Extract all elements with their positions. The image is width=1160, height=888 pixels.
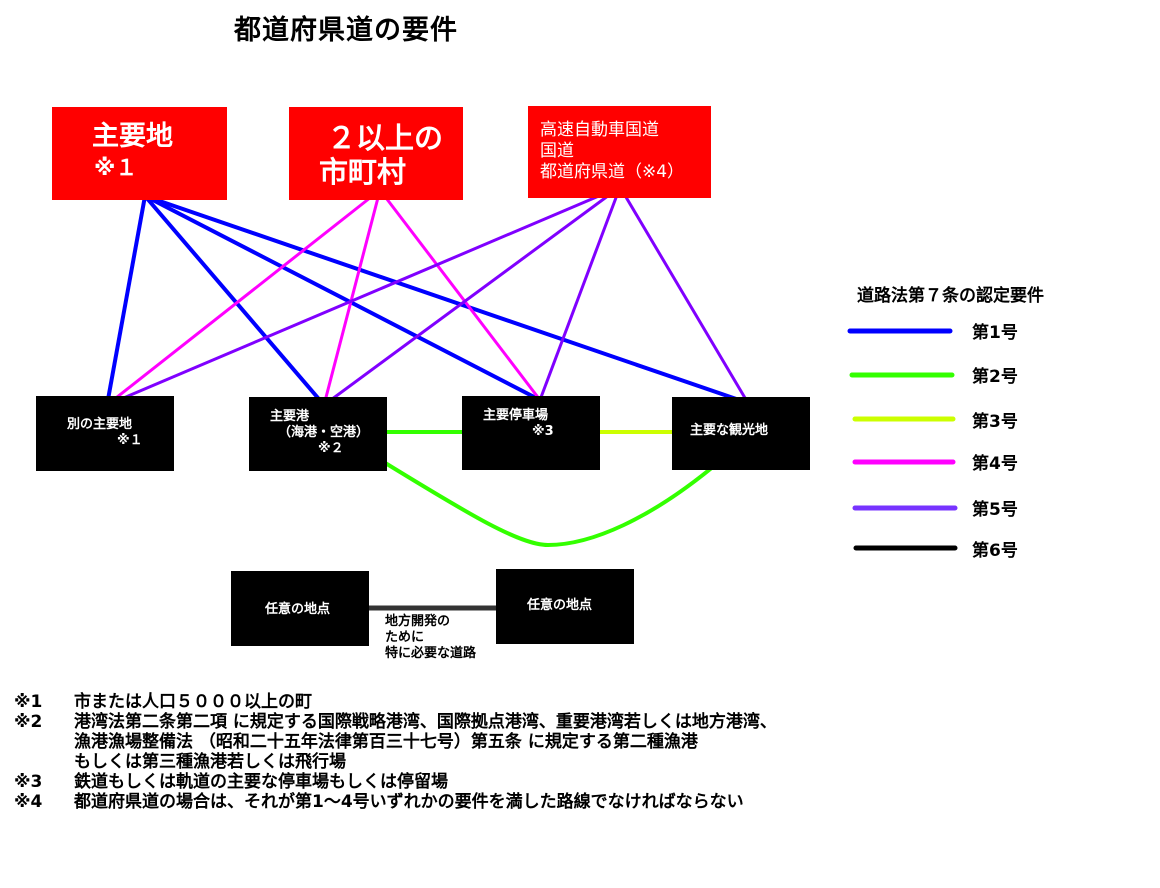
footnote-1: ※1 市または人口５０００以上の町 xyxy=(14,692,777,712)
link-roads-to-other xyxy=(106,185,621,407)
legend-item-3: 第3号 xyxy=(972,412,1018,432)
source-main-place: 主要地 ※１ xyxy=(52,107,227,200)
node-main-station: 主要停車場 ※3 xyxy=(462,396,600,470)
source-roads-label-1: 高速自動車国道 xyxy=(540,120,659,140)
node-other-note: ※１ xyxy=(117,433,143,448)
footnote-mark: ※3 xyxy=(14,772,43,792)
legend-item-5: 第5号 xyxy=(972,500,1018,520)
footnote-2: ※2 港湾法第二条第二項 に規定する国際戦略港湾、国際拠点港湾、重要港湾若しくは… xyxy=(14,712,777,732)
legend-item-6: 第6号 xyxy=(972,541,1018,561)
legend-item-2: 第2号 xyxy=(972,367,1018,387)
footnote-2-cont-2: もしくは第三種漁港若しくは飛行場 xyxy=(14,752,777,772)
footnote-text: 港湾法第二条第二項 に規定する国際戦略港湾、国際拠点港湾、重要港湾若しくは地方港… xyxy=(74,712,777,732)
link-multi-to-port xyxy=(322,189,382,406)
source-multi-municipality: ２以上の 市町村 xyxy=(289,107,463,200)
link-main-to-tourist xyxy=(144,194,749,405)
legend-item-4: 第4号 xyxy=(972,454,1018,474)
node-tourist-label: 主要な観光地 xyxy=(690,423,769,438)
node-any2-label: 任意の地点 xyxy=(527,598,593,613)
source-main-place-label: 主要地 xyxy=(92,121,173,152)
link-main-to-station xyxy=(144,194,541,402)
node-main-port: 主要港 （海港・空港） ※２ xyxy=(249,397,387,471)
footnote-text: 都道府県道の場合は、それが第1～4号いずれかの要件を満した路線でなければならない xyxy=(74,792,744,812)
page-title: 都道府県道の要件 xyxy=(234,15,458,46)
footnote-3: ※3 鉄道もしくは軌道の主要な停車場もしくは停留場 xyxy=(14,772,777,792)
node-any-point-1: 任意の地点 xyxy=(231,571,369,646)
link-main-to-other xyxy=(105,195,147,406)
footnote-text: 漁港漁場整備法 （昭和二十五年法律第百三十七号）第五条 に規定する第二種漁港 xyxy=(74,732,698,752)
link-roads-to-station xyxy=(538,186,622,401)
footnote-text: もしくは第三種漁港若しくは飛行場 xyxy=(74,752,346,772)
node-port-note: ※２ xyxy=(318,441,344,456)
source-roads: 高速自動車国道 国道 都道府県道（※4） xyxy=(528,106,711,198)
node-any1-label: 任意の地点 xyxy=(265,602,331,617)
node-other-main-place: 別の主要地 ※１ xyxy=(36,396,174,471)
node-port-sub: （海港・空港） xyxy=(278,425,370,440)
link-multi-to-other xyxy=(106,188,381,407)
footnote-text: 市または人口５０００以上の町 xyxy=(74,692,312,712)
footnotes: ※1 市または人口５０００以上の町 ※2 港湾法第二条第二項 に規定する国際戦略… xyxy=(14,692,777,812)
legend-item-1: 第1号 xyxy=(972,323,1018,343)
node-any-point-2: 任意の地点 xyxy=(496,569,634,644)
footnote-2-cont-1: 漁港漁場整備法 （昭和二十五年法律第百三十七号）第五条 に規定する第二種漁港 xyxy=(14,732,777,752)
link-roads-to-tourist xyxy=(618,186,750,404)
footnote-mark: ※1 xyxy=(14,692,43,712)
node-other-label: 別の主要地 xyxy=(67,417,133,432)
footnote-mark: ※4 xyxy=(14,792,43,812)
node-station-note: ※3 xyxy=(532,424,554,439)
dev-road-label-1: 地方開発の xyxy=(385,614,451,629)
source-roads-label-3: 都道府県道（※4） xyxy=(540,162,685,182)
source-main-place-note: ※１ xyxy=(94,156,138,181)
link-port-to-tourist xyxy=(380,459,722,548)
source-multi-label-1: ２以上の xyxy=(327,121,444,155)
footnote-text: 鉄道もしくは軌道の主要な停車場もしくは停留場 xyxy=(74,772,448,792)
link-roads-to-port xyxy=(323,185,621,407)
legend-title: 道路法第７条の認定要件 xyxy=(857,286,1044,306)
dev-road-label-3: 特に必要な道路 xyxy=(385,646,477,661)
source-multi-label-2: 市町村 xyxy=(319,155,407,189)
node-tourist-spot: 主要な観光地 xyxy=(672,397,810,470)
link-main-to-port xyxy=(143,194,326,407)
footnote-mark: ※2 xyxy=(14,712,43,732)
dev-road-label-2: ために xyxy=(385,630,425,645)
link-multi-to-station xyxy=(378,189,542,401)
footnote-4: ※4 都道府県道の場合は、それが第1～4号いずれかの要件を満した路線でなければな… xyxy=(14,792,777,812)
dev-road-label: 地方開発の ために 特に必要な道路 xyxy=(385,614,476,662)
node-station-label: 主要停車場 xyxy=(483,408,549,423)
source-roads-label-2: 国道 xyxy=(540,141,574,161)
node-port-label: 主要港 xyxy=(270,409,310,424)
